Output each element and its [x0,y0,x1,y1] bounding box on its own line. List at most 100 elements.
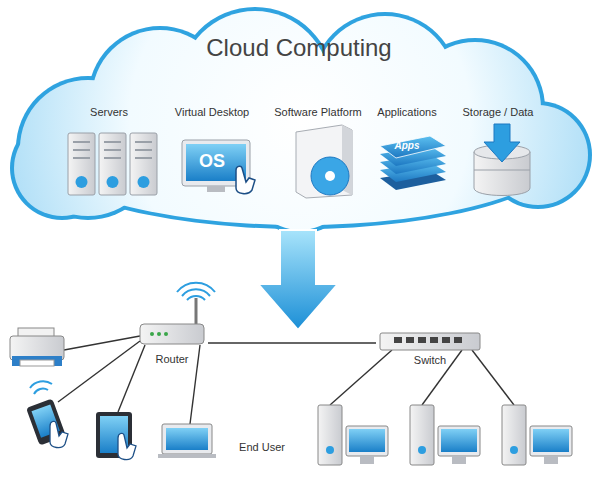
cloud-body-part [248,126,352,230]
software-box-icon-part [296,125,352,198]
service-item: Software Platform [264,106,372,198]
switch-icon-part [380,333,480,350]
cloud-title: Cloud Computing [0,34,598,62]
server-icons-part [99,133,126,195]
router-device: Router [136,318,208,368]
desktop-pcs-part [544,456,558,464]
server-icons-part-part [135,141,152,143]
network-link [208,342,376,343]
router-icon-part [140,324,204,344]
desktop-pcs-part [418,446,426,454]
switch-icon-part [406,337,414,343]
server-icons-part-part [73,149,90,151]
service-item: Virtual DesktopOS [158,106,266,198]
laptop-icon-part [162,424,212,454]
server-icons-part [107,176,119,188]
router-icon-part [177,283,215,300]
server-icons-part [138,176,150,188]
router-icon [140,283,215,344]
download-arrow [258,230,338,330]
network-wires-part [58,341,140,402]
cloud-body-part [14,120,110,216]
server-icons-part-part [73,157,90,159]
software-box-icon-part [325,171,335,181]
storage-icon-part [474,170,530,171]
device-label: Router [136,353,208,366]
network-wires-part [330,350,392,405]
router-icon-part [157,332,161,336]
server-icons-part [68,133,95,195]
monitor-icon-part [207,186,225,192]
switch-icon-part [430,337,438,343]
desktop-pcs-part [510,446,518,454]
phone-icon-part [30,381,52,394]
group-label: End User [222,441,302,454]
desktop-pcs-part [410,405,434,465]
printer-icon [10,328,64,366]
network-wires-part [64,336,140,350]
server-icons-part-part [135,149,152,151]
device-label: Switch [376,354,484,367]
service-label: Software Platform [264,106,372,119]
tablet-icon-part [118,433,136,459]
laptop-icon-part [158,454,216,458]
desktop-pcs-part [502,405,526,465]
printer-icon-part [20,360,54,366]
server-icons-part-part [104,157,121,159]
server-icons-part [76,176,88,188]
router-icon-part [164,332,168,336]
server-icons-part-part [135,157,152,159]
switch-icon-part [442,337,450,343]
software-box-icon-part [311,157,349,195]
cloud-region: Cloud ComputingServersVirtual DesktopOSS… [0,0,598,232]
screen-text: OS [158,151,266,172]
desktop-pcs-part [346,426,388,456]
desktop-pcs-part [318,405,342,465]
server-icons [68,133,157,195]
printer-icon-part [12,356,62,366]
network-wires-part [190,345,200,424]
network-wires-part [118,345,145,412]
service-label: Applications [353,106,461,119]
desktop-pcs-part [441,429,477,452]
desktop-pcs-part [349,429,385,452]
storage-icon [474,124,530,196]
service-label: Virtual Desktop [158,106,266,119]
desktop-pcs-part [438,426,480,456]
laptop-icon-part [166,428,208,450]
server-icons-part [73,142,152,158]
service-item: Servers [55,106,163,198]
phone-icon [26,381,68,447]
server-icons-part-part [104,141,121,143]
desktop-pcs-part [530,426,572,456]
server-icons-part [130,133,157,195]
desktop-pcs-part [452,456,466,464]
tablet-icon [96,412,136,460]
service-item: Storage / Data [444,106,552,198]
desktop-pcs [318,405,572,465]
storage-icon-part [484,124,520,162]
laptop-icon [158,424,216,458]
monitor-icon-part [236,166,255,193]
stack-text: Apps [353,140,461,152]
service-label: Servers [55,106,163,119]
server-icons-part-part [73,141,90,143]
switch-icon [380,333,480,350]
desktop-pcs-part [326,446,334,454]
network-wires-part [472,350,514,405]
switch-device: Switch [376,318,484,368]
switch-icon-part [418,337,426,343]
switch-icon-part [454,337,462,343]
router-icon-part [195,298,198,324]
service-label: Storage / Data [444,106,552,119]
server-icons-part-part [104,149,121,151]
switch-icon-part [394,337,402,343]
router-icon-part [150,332,154,336]
software-box-icon [296,125,352,198]
phone-icon-part [50,421,68,447]
desktop-pcs-part [360,456,374,464]
desktop-pcs-part [533,429,569,452]
